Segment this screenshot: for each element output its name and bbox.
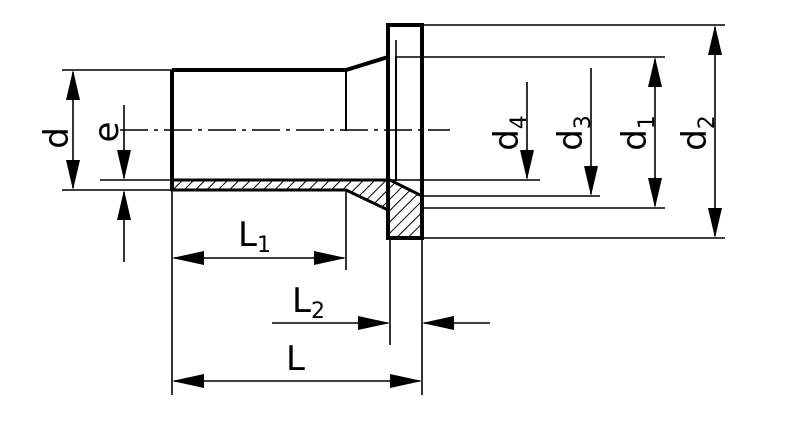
dim-d2: d2 <box>675 25 722 238</box>
dim-e: e <box>87 105 131 262</box>
label-L: L <box>286 339 305 379</box>
dim-L: L <box>172 339 422 388</box>
label-L2: L2 <box>292 281 325 324</box>
label-d2: d2 <box>675 115 720 151</box>
label-d4: d4 <box>487 115 532 151</box>
label-d: d <box>37 127 77 149</box>
label-e: e <box>87 122 127 143</box>
label-L1: L1 <box>238 215 271 258</box>
extension-lines <box>62 24 725 395</box>
dim-L2: L2 <box>272 281 490 330</box>
label-d1: d1 <box>615 115 660 151</box>
dim-d4: d4 <box>487 82 534 180</box>
dim-d1: d1 <box>615 57 662 208</box>
label-d3: d3 <box>551 115 596 151</box>
dim-L1: L1 <box>172 215 346 265</box>
dim-d3: d3 <box>551 68 598 196</box>
hatched-section <box>170 178 424 240</box>
dim-d: d <box>37 70 80 190</box>
